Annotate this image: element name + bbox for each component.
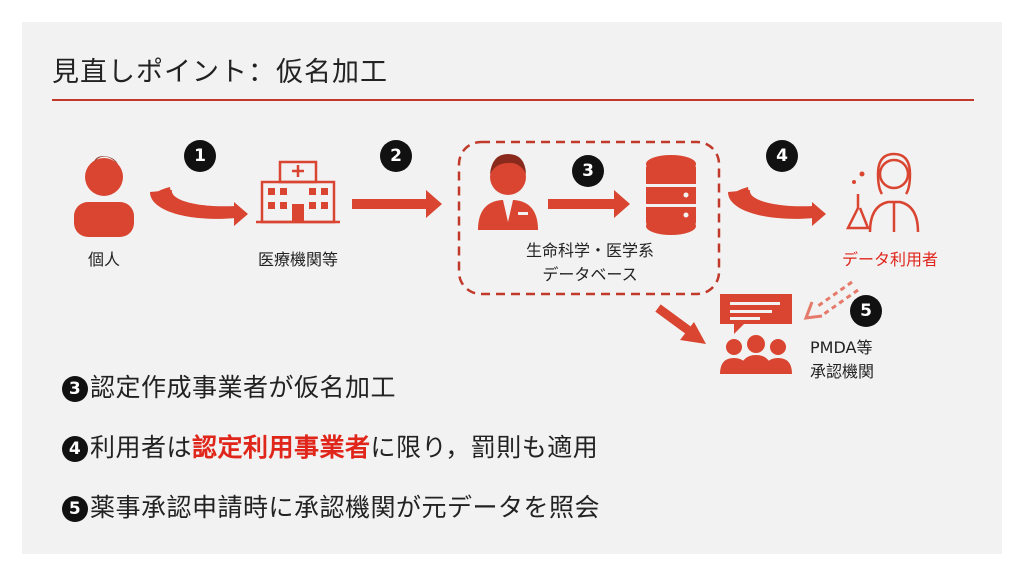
slide: 見直しポイント：仮名加工 [22, 22, 1002, 554]
label-database-line1: 生命科学・医学系 [525, 241, 655, 260]
title-rule [52, 99, 974, 101]
bullet-4-post: に限り，罰則も適用 [370, 433, 599, 462]
operator-icon [478, 154, 538, 230]
bullet-4-pre: 利用者は [90, 433, 193, 462]
curved-arrow-1 [150, 187, 248, 226]
flow-diagram [74, 140, 920, 374]
step-badge-1: 1 [184, 140, 216, 172]
arrow-2 [352, 190, 442, 218]
curved-arrow-4 [728, 187, 826, 226]
person-icon [74, 156, 134, 237]
step-badge-4: 4 [766, 140, 798, 172]
step-badge-3: 3 [572, 155, 604, 187]
chat-group-icon [720, 294, 792, 374]
page-title: 見直しポイント：仮名加工 [52, 57, 388, 88]
step-badge-2: 2 [380, 140, 412, 172]
label-individual: 個人 [87, 250, 121, 269]
hospital-icon [256, 160, 340, 224]
label-database-line2: データベース [542, 265, 638, 284]
bullet-5-text: 薬事承認申請時に承認機関が元データを照会 [90, 493, 601, 522]
scientist-icon [845, 152, 920, 233]
bullet-3-number: 3 [62, 376, 88, 402]
bullet-4-highlight: 認定利用事業者 [192, 433, 371, 462]
label-pmda-line1: PMDA等 [810, 338, 873, 357]
arrow-3 [548, 190, 630, 218]
dashed-arrow-5 [803, 280, 859, 320]
certified-creator-box [457, 140, 721, 296]
bullet-4-number: 4 [62, 436, 88, 462]
label-pmda-line2: 承認機関 [810, 362, 875, 381]
label-medical-institution: 医療機関等 [257, 250, 339, 269]
bullet-5-number: 5 [62, 496, 88, 522]
step-badge-5: 5 [850, 295, 882, 327]
bullet-3-text: 認定作成事業者が仮名加工 [90, 373, 397, 402]
arrow-to-pmda [655, 304, 706, 344]
label-data-user: データ利用者 [841, 250, 939, 269]
database-icon [646, 155, 696, 235]
